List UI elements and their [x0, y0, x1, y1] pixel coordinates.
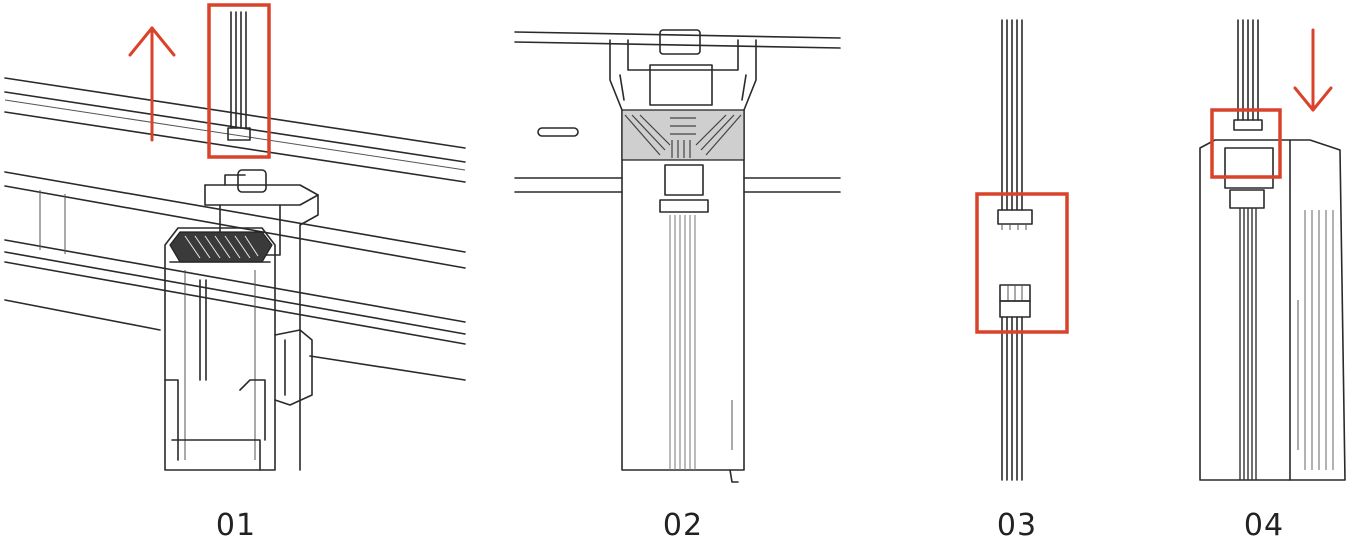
top-rail: [4, 77, 466, 183]
highlight-box: [1210, 108, 1282, 179]
step-02-illustration: [514, 29, 841, 483]
step-03-illustration: [975, 19, 1069, 481]
step-label-01: 01: [215, 508, 257, 543]
step-04-panel: 04: [1180, 0, 1358, 550]
highlight-box: [975, 192, 1069, 334]
step-label-03: 03: [996, 508, 1038, 543]
laser-module-side: [1199, 139, 1346, 481]
step-01-illustration: [4, 3, 466, 471]
laser-module: [164, 169, 319, 471]
cable-lower: [999, 284, 1031, 481]
step-04-illustration: [1199, 19, 1346, 481]
cable-top: [227, 11, 251, 141]
step-label-02: 02: [662, 508, 704, 543]
laser-module-back: [609, 29, 757, 483]
highlight-box: [207, 3, 271, 159]
step-01-panel: 01: [0, 0, 480, 550]
step-03-panel: 03: [960, 0, 1080, 550]
lower-rail: [4, 171, 466, 381]
cable-upper: [997, 19, 1033, 230]
down-arrow-icon: [1293, 28, 1333, 112]
rails: [514, 31, 841, 193]
cable: [1233, 19, 1263, 131]
step-label-04: 04: [1243, 508, 1285, 543]
up-arrow-icon: [128, 26, 176, 142]
step-02-panel: 02: [510, 0, 850, 550]
